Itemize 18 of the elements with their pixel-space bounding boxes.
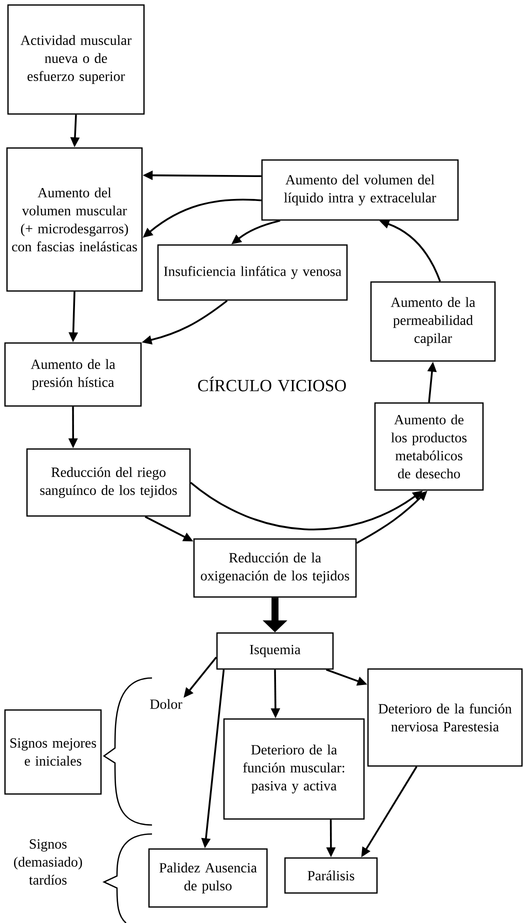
process-box: Isquemia [216,632,334,670]
process-box: Reducción de la oxigenación de los tejidos [193,538,357,598]
process-box: Deterioro de la función muscular: pasiva y activa [223,718,365,820]
process-box: Parálisis [284,857,378,894]
process-box: Deterioro de la función nerviosa Parestesia [367,668,523,767]
process-box: Aumento de los productos metabólicos de desecho [374,402,484,491]
text-label: CÍRCULO VICIOSO [198,376,346,392]
process-box: Aumento de la presión hística [4,342,142,407]
process-box: Palidez Ausencia de pulso [148,848,268,908]
process-box: Reducción del riego sanguínco de los tejidos [26,448,191,517]
process-box: Aumento del volumen muscular (+ microdesgarros) con fascias inelásticas [6,147,143,292]
process-box: Actividad muscular nueva o de esfuerzo superior [7,4,145,115]
process-box: Signos mejores e iniciales [4,709,102,795]
process-box: Insuficiencia linfática y venosa [157,244,348,301]
process-box: Aumento del volumen del líquido intra y extracelular [261,159,459,221]
process-box: Aumento de la permeabilidad capilar [370,281,496,362]
text-label: Signos (demasiado) tardíos [14,839,82,885]
text-label: Dolor [150,699,182,709]
